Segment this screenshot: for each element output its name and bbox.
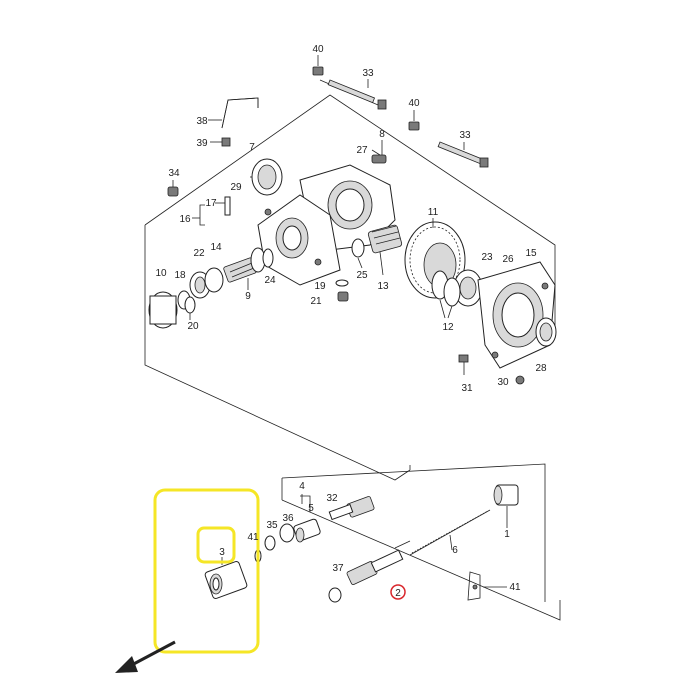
bracket-4 xyxy=(300,494,311,512)
label-30: 30 xyxy=(497,377,509,388)
cover-15 xyxy=(477,261,556,369)
bolt-40-a xyxy=(312,55,324,76)
label-23: 23 xyxy=(481,252,493,263)
label-28: 28 xyxy=(535,363,547,374)
label-13: 13 xyxy=(377,281,389,292)
label-14: 14 xyxy=(210,242,222,253)
oring-37 xyxy=(328,587,342,603)
label-41-a: 41 xyxy=(247,532,259,543)
label-39: 39 xyxy=(196,138,208,149)
pinion-gear-13 xyxy=(367,224,403,276)
label-10: 10 xyxy=(155,268,167,279)
label-24: 24 xyxy=(264,275,276,286)
sleeve-1 xyxy=(493,484,519,528)
oring-19 xyxy=(335,279,349,287)
label-40-a: 40 xyxy=(312,44,324,55)
label-12: 12 xyxy=(442,322,454,333)
coupler-5 xyxy=(293,518,321,543)
bearing-24 xyxy=(262,248,274,268)
label-21: 21 xyxy=(310,296,322,307)
label-32: 32 xyxy=(326,493,338,504)
label-29: 29 xyxy=(230,182,242,193)
clip-39 xyxy=(210,137,231,147)
washer-30 xyxy=(515,375,525,385)
highlight-box-label xyxy=(196,526,236,564)
label-18: 18 xyxy=(174,270,186,281)
label-9: 9 xyxy=(245,291,251,302)
label-40-b: 40 xyxy=(408,98,420,109)
label-7: 7 xyxy=(249,142,255,153)
bearing-36 xyxy=(279,523,295,543)
bolt-31 xyxy=(458,354,469,375)
seal-28 xyxy=(535,317,557,347)
bolt-34 xyxy=(167,180,179,197)
bolt-40-b xyxy=(408,110,420,131)
label-38: 38 xyxy=(196,116,208,127)
shim-25 xyxy=(351,238,365,269)
breather-hose-38 xyxy=(208,97,259,129)
spacer-20 xyxy=(184,296,196,320)
washer-35 xyxy=(264,535,276,551)
bolt-33-b xyxy=(437,141,489,168)
label-35: 35 xyxy=(266,520,278,531)
label-34: 34 xyxy=(168,168,180,179)
label-2: 2 xyxy=(395,588,401,599)
marker-circle-2 xyxy=(390,584,406,600)
oil-seal-7 xyxy=(250,158,283,196)
shaft-2 xyxy=(346,540,411,586)
label-3: 3 xyxy=(219,547,225,558)
label-25: 25 xyxy=(356,270,368,281)
breather-cap-8 xyxy=(371,140,387,164)
label-5: 5 xyxy=(308,503,314,514)
label-20: 20 xyxy=(187,321,199,332)
clip-41-b xyxy=(467,571,481,601)
plug-27 xyxy=(371,149,381,156)
sleeve-3 xyxy=(204,557,248,599)
label-27: 27 xyxy=(356,145,368,156)
label-1: 1 xyxy=(504,529,510,540)
label-26: 26 xyxy=(502,254,514,265)
bolt-21 xyxy=(337,291,349,302)
label-41-b: 41 xyxy=(509,582,521,593)
label-36: 36 xyxy=(282,513,294,524)
bracket-16 xyxy=(192,204,205,226)
label-33-a: 33 xyxy=(362,68,374,79)
label-37: 37 xyxy=(332,563,344,574)
bearing-10 xyxy=(148,291,178,329)
label-17: 17 xyxy=(205,198,217,209)
callout-labels: 40 33 40 33 38 39 7 8 27 29 34 17 16 11 … xyxy=(155,44,547,599)
pinion-shaft-9 xyxy=(223,247,266,290)
bolt-33-a xyxy=(319,79,387,110)
bearing-14 xyxy=(204,267,224,293)
label-31: 31 xyxy=(461,383,473,394)
coupling-32 xyxy=(328,496,375,521)
label-11: 11 xyxy=(428,207,439,218)
pin-17 xyxy=(215,196,231,216)
label-15: 15 xyxy=(525,248,537,259)
label-22: 22 xyxy=(193,248,205,259)
label-19: 19 xyxy=(314,281,326,292)
differential-housing xyxy=(257,164,396,286)
long-shaft-6 xyxy=(409,509,491,556)
shim-stack-12 xyxy=(431,270,461,319)
direction-arrow-icon xyxy=(115,640,176,673)
label-6: 6 xyxy=(452,545,458,556)
highlight-box-outer xyxy=(153,488,260,654)
label-33-b: 33 xyxy=(459,130,471,141)
label-4: 4 xyxy=(299,481,305,492)
label-8: 8 xyxy=(379,129,385,140)
label-16: 16 xyxy=(179,214,191,225)
